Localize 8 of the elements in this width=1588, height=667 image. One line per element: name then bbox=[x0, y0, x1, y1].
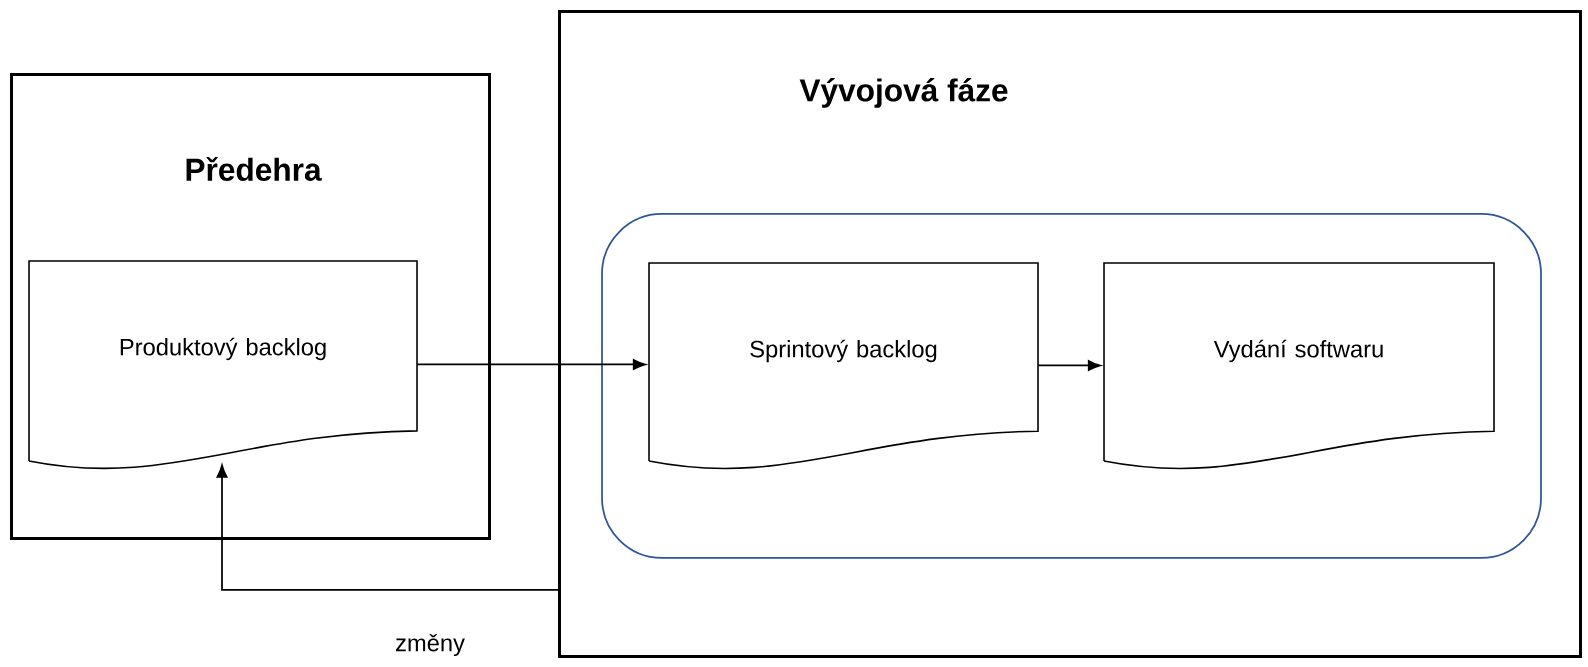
document-shape: Vydání softwaru bbox=[1103, 262, 1495, 470]
document-shape: Produktový backlog bbox=[28, 260, 418, 470]
document-shape: Sprintový backlog bbox=[648, 262, 1039, 470]
arrow bbox=[416, 359, 647, 370]
arrow bbox=[1037, 360, 1102, 371]
rounded-box bbox=[601, 213, 1542, 559]
arrow bbox=[216, 464, 559, 591]
edge-label: změny bbox=[393, 632, 467, 658]
